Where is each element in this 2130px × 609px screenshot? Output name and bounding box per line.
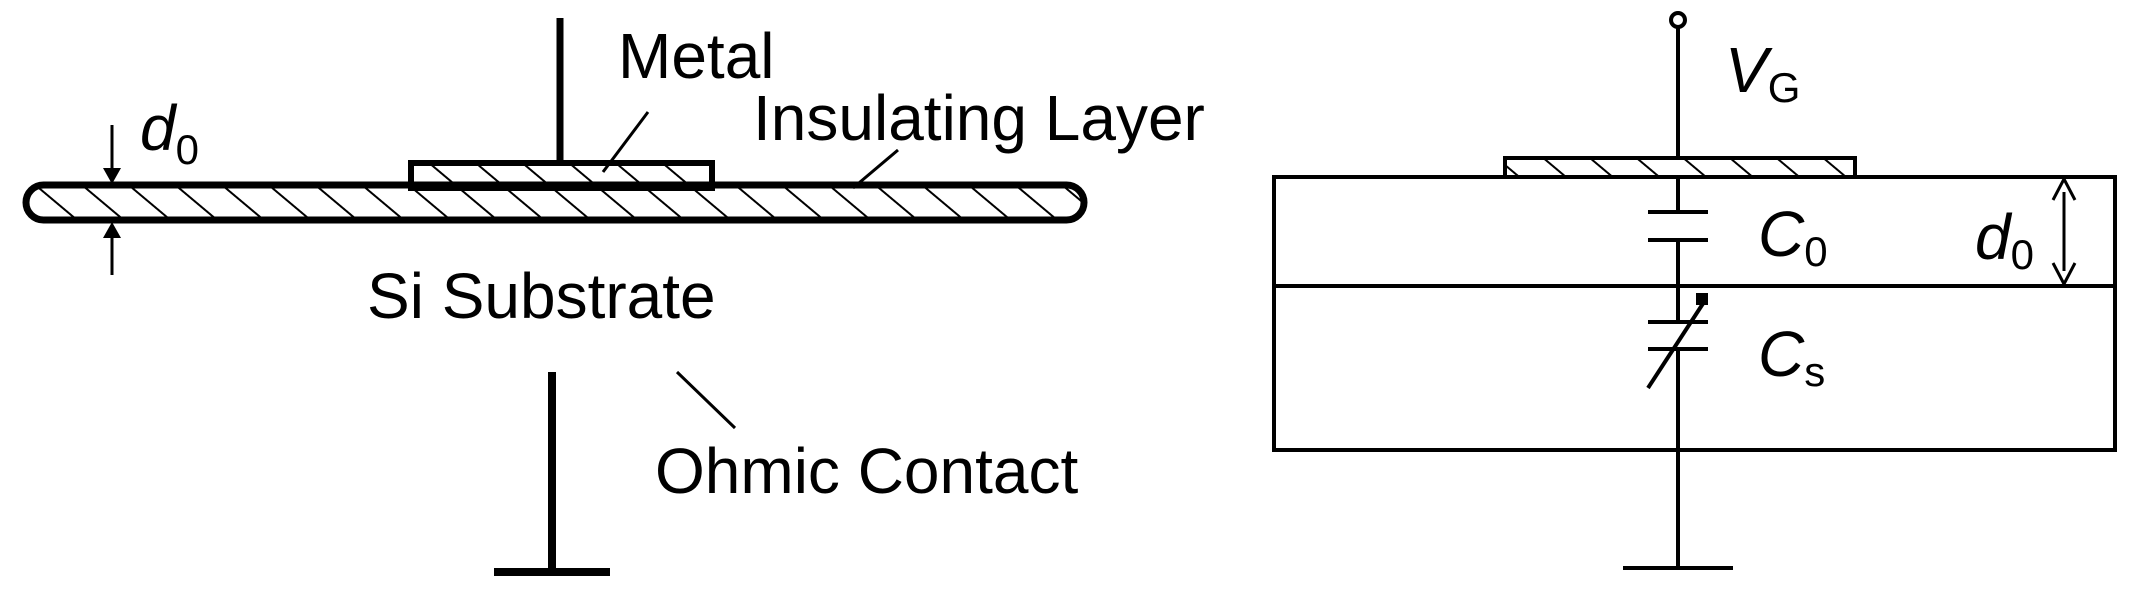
gate-terminal: [1669, 11, 1687, 29]
metal-label: Metal: [618, 20, 775, 92]
metal-plate: [408, 160, 715, 191]
thickness-arrowhead-top: [103, 168, 121, 184]
cs-label: Cs: [1758, 318, 1825, 395]
metal-leader-line: [601, 111, 650, 173]
ohmic-leader-line: [675, 370, 737, 430]
ohmic-contact-label: Ohmic Contact: [655, 435, 1078, 507]
left-thickness-label: d0: [140, 92, 199, 173]
substrate-label: Si Substrate: [367, 260, 716, 332]
insulating-leader-line: [852, 148, 899, 190]
layer-box: [1272, 175, 2117, 452]
insulating-layer-label: Insulating Layer: [753, 82, 1205, 154]
right-circuit-diagram: VG C0 Cs d0: [1272, 11, 2117, 570]
metal-plate-right: [1503, 156, 1857, 179]
left-structure-diagram: d0 Metal Insulating Layer Si Substrate O…: [22, 18, 1205, 576]
cs-variable-arrow: [1646, 300, 1706, 390]
c0-label: C0: [1758, 198, 1828, 275]
right-thickness-arrowhead-top: [2051, 175, 2077, 201]
cs-variable-tip: [1696, 293, 1708, 305]
right-thickness-arrowhead-bottom: [2051, 262, 2077, 288]
thickness-arrowhead-bottom: [103, 222, 121, 238]
right-thickness-label: d0: [1975, 201, 2034, 278]
gate-voltage-label: VG: [1725, 34, 1800, 111]
